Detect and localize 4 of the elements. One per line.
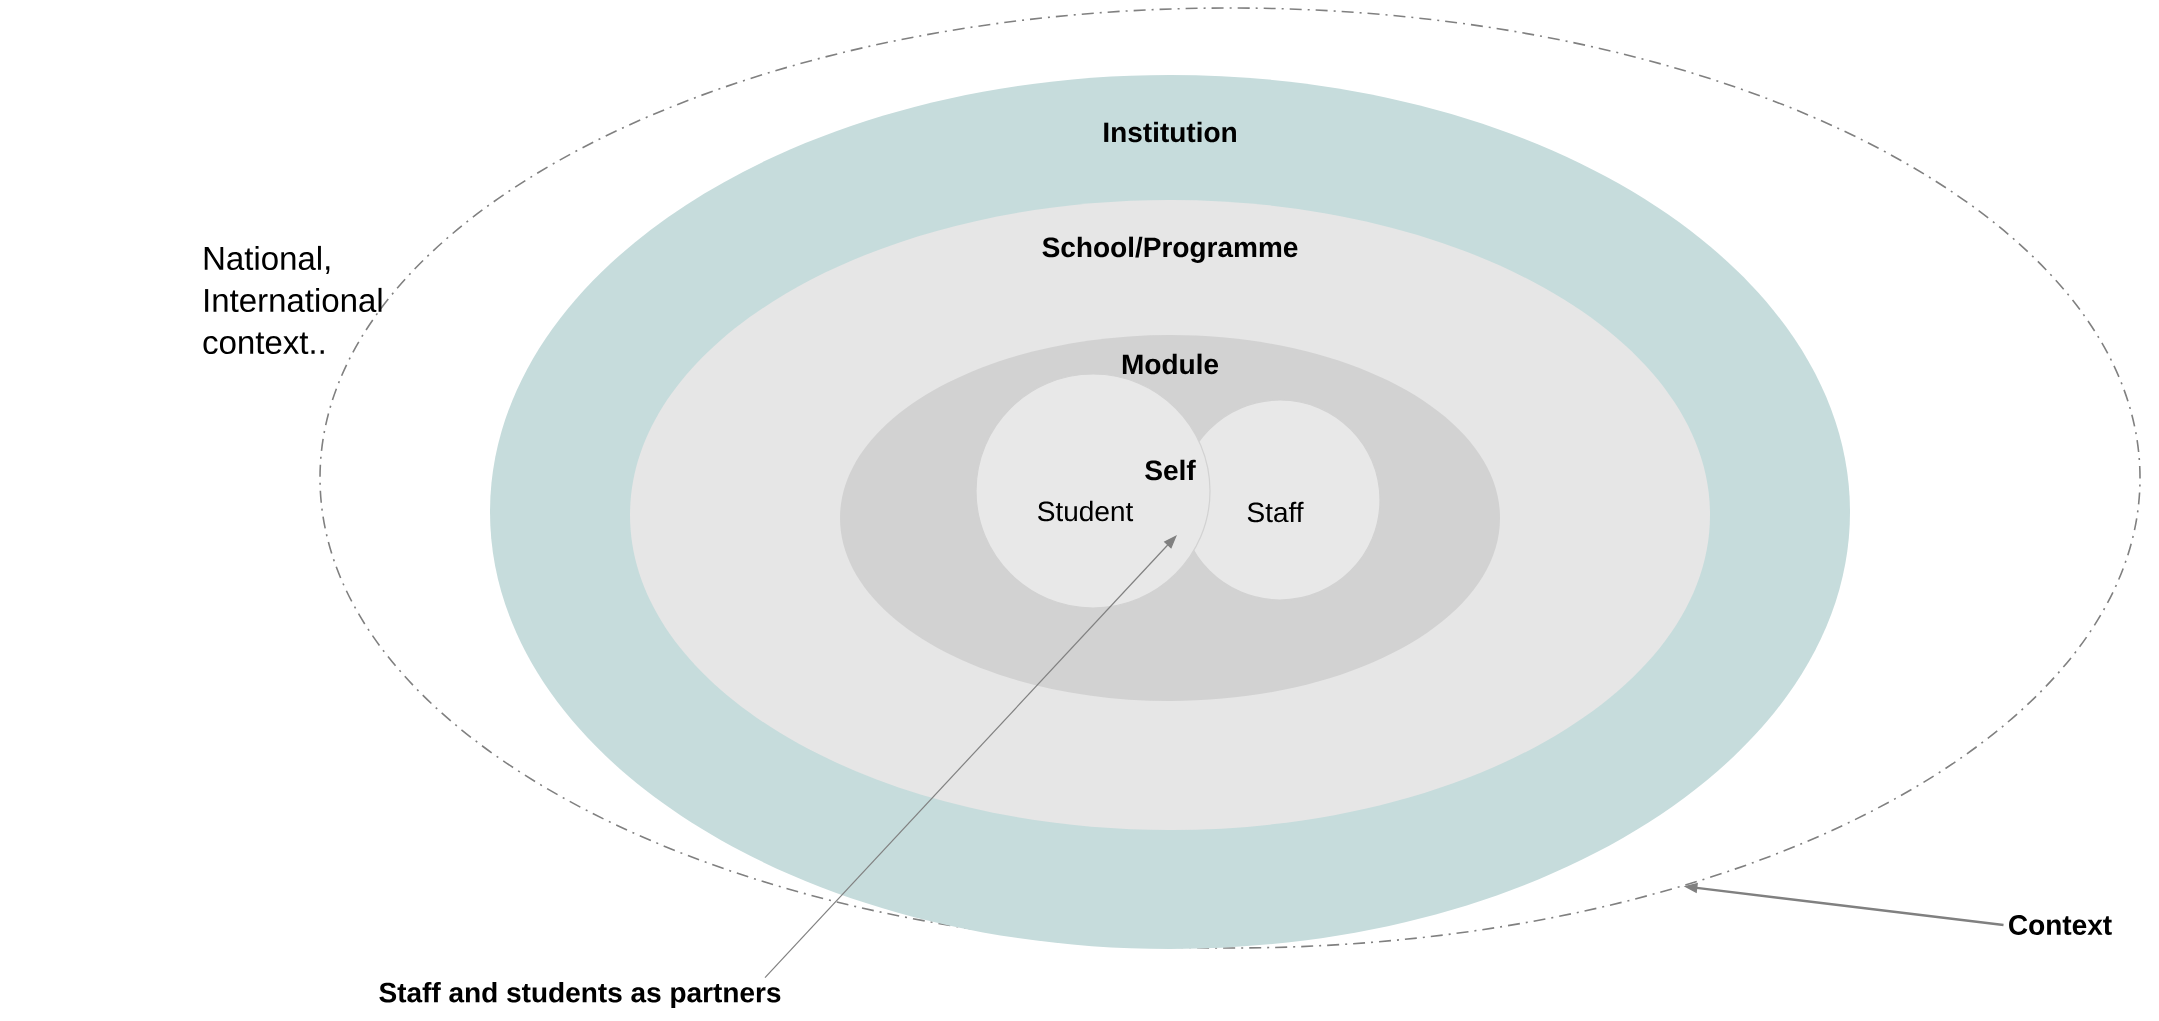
text-label: Context <box>2009 915 2112 935</box>
arrow <box>764 535 1177 979</box>
text-label: Staff and students as partners <box>379 981 781 1009</box>
text-label: National, International context.. <box>203 245 382 355</box>
